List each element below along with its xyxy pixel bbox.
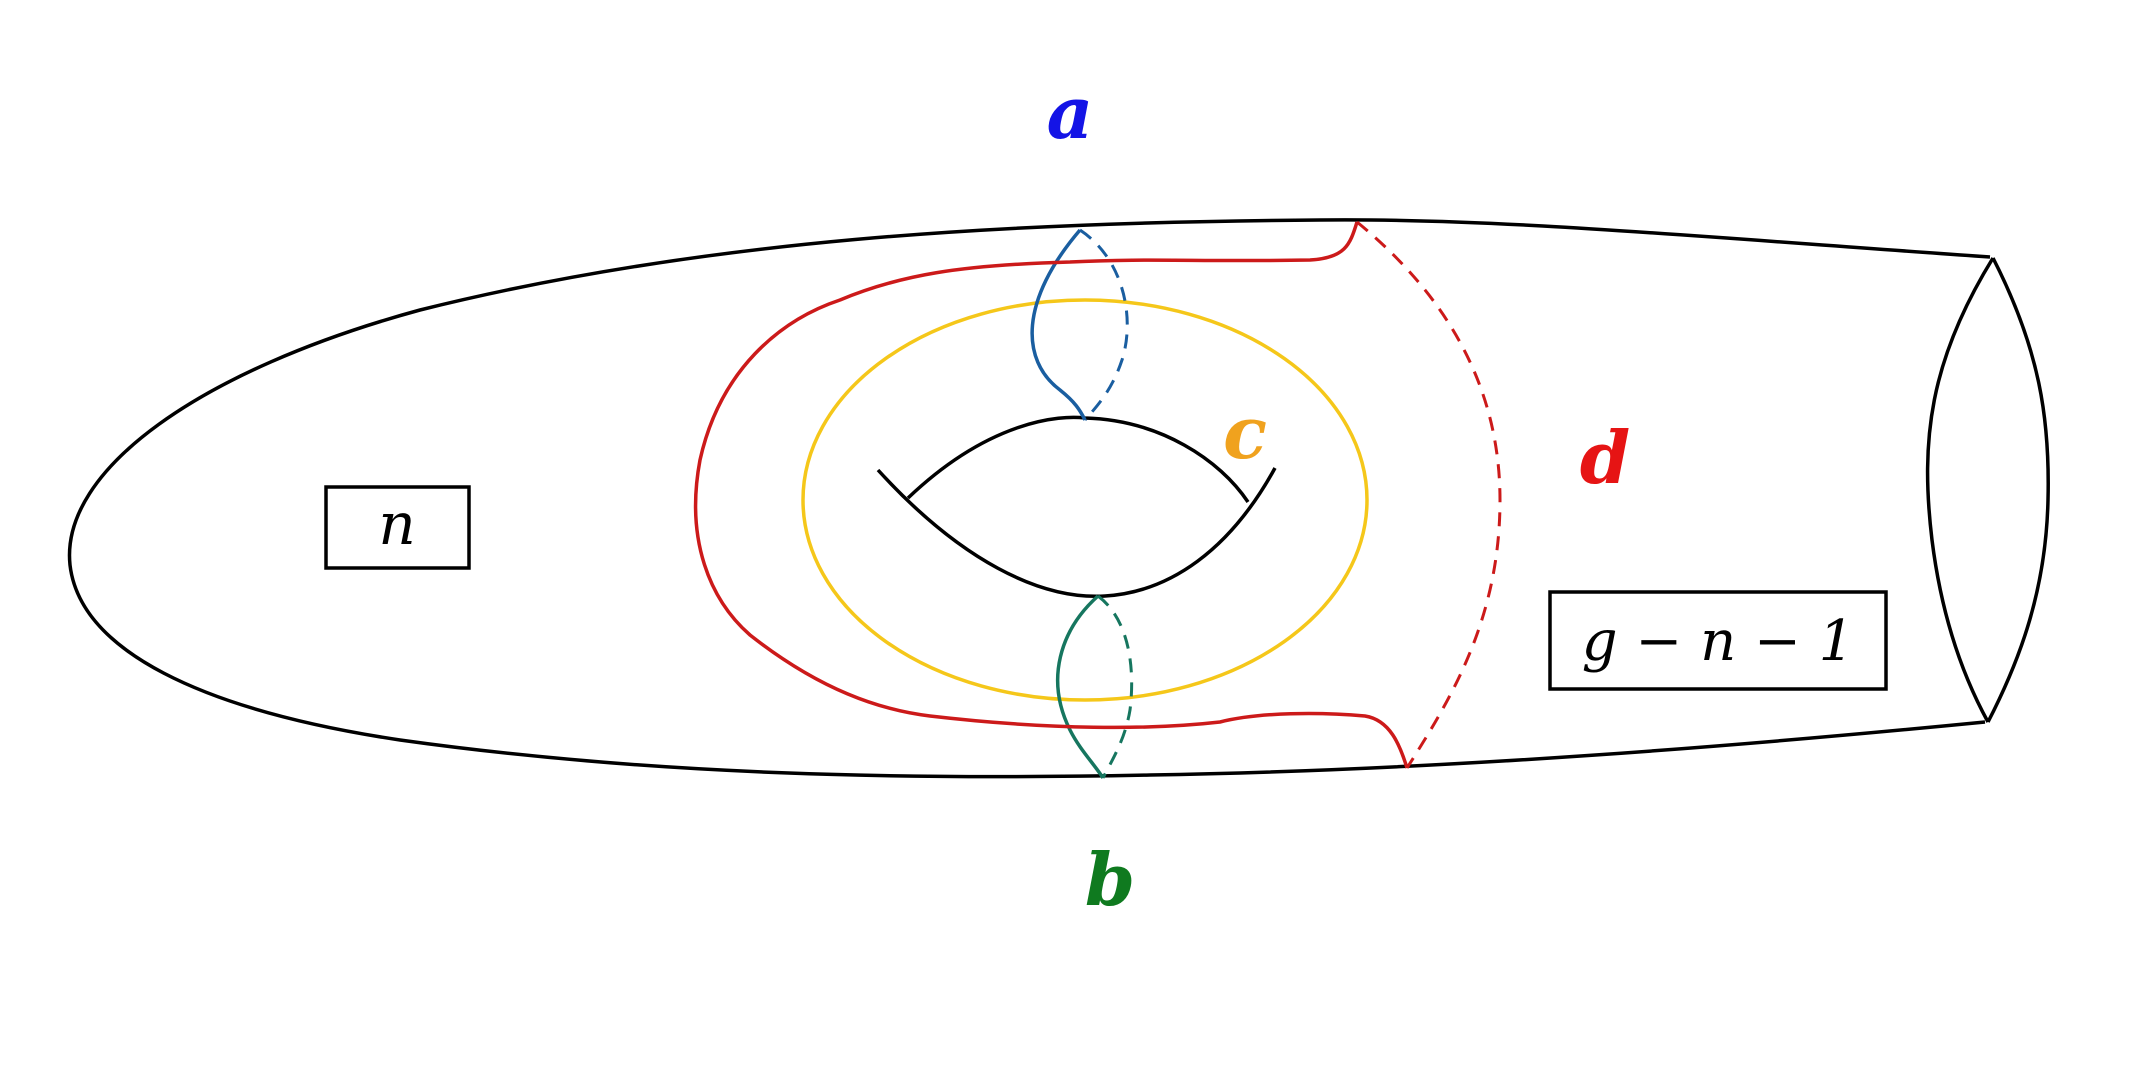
box-g-n-1: [1548, 590, 1888, 691]
surface-outline: [67, 218, 1991, 779]
label-c: c: [1223, 390, 1267, 475]
label-d: d: [1580, 415, 1630, 500]
label-b: b: [1085, 837, 1135, 922]
curve-a-solid: [1030, 228, 1087, 421]
hole-upper-arc: [906, 415, 1250, 503]
curve-b-dashed: [1097, 594, 1134, 779]
curve-a-dashed: [1079, 228, 1129, 421]
label-a: a: [1047, 70, 1094, 155]
box-n-label: n: [378, 490, 415, 558]
curve-d-dashed: [1356, 220, 1502, 769]
curve-d-solid: [693, 221, 1409, 769]
tube-end-right-arc: [1986, 257, 2050, 723]
box-g-n-1-label: g − n − 1: [1582, 609, 1855, 674]
curve-c: [801, 298, 1369, 702]
hole-lower-arc: [876, 467, 1277, 598]
curve-b-solid: [1056, 594, 1105, 779]
tube-end-left-arc: [1925, 257, 1995, 723]
box-n: [324, 485, 471, 570]
